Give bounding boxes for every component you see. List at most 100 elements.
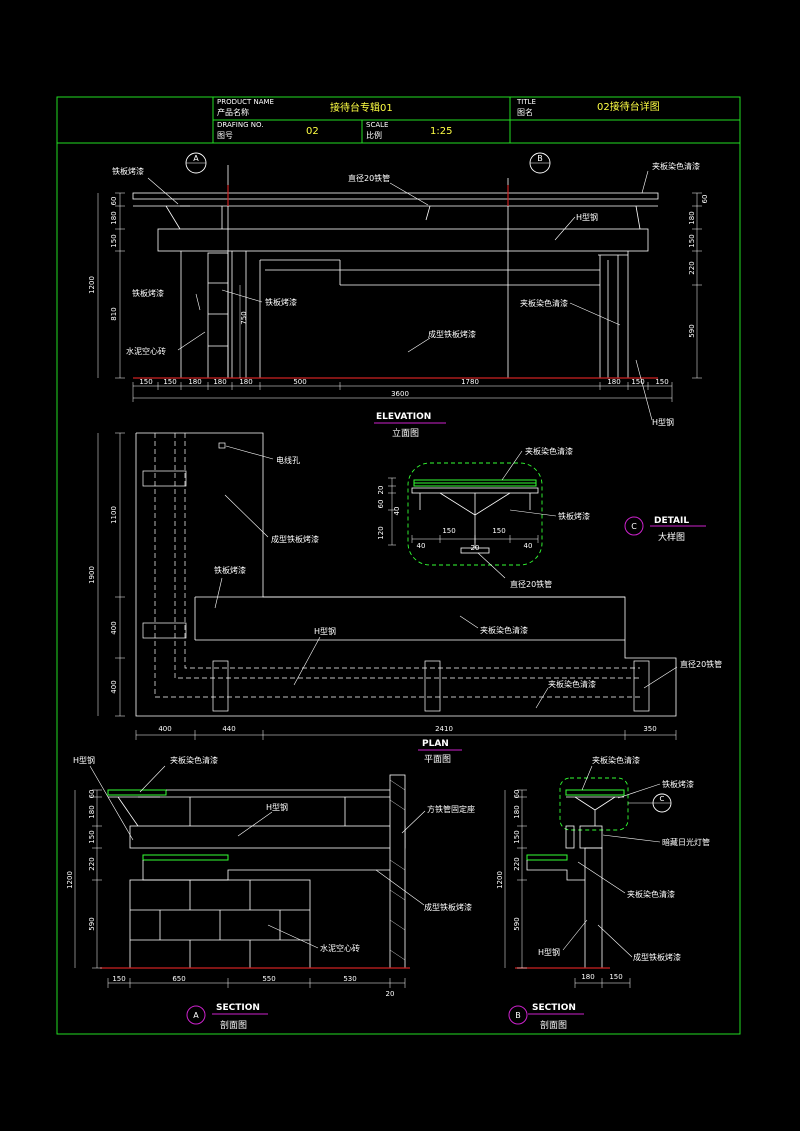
note-plywood: 夹板染色清漆 bbox=[170, 755, 218, 765]
dim: 150 bbox=[110, 234, 118, 247]
plan-posts bbox=[142, 442, 650, 712]
elevation-label-cn: 立面图 bbox=[392, 427, 419, 439]
dim: 350 bbox=[643, 725, 656, 733]
dim: 40 bbox=[417, 542, 426, 550]
section-a-dims bbox=[74, 789, 406, 988]
elevation-dim-text-bottom: 150 150 180 180 180 500 1780 180 150 150… bbox=[139, 378, 668, 398]
note-wire-hole: 电线孔 bbox=[276, 455, 300, 465]
note-plywood-top: 夹板染色清漆 bbox=[592, 755, 640, 765]
dim: 400 bbox=[158, 725, 171, 733]
product-name-en: PRODUCT NAME bbox=[217, 98, 274, 106]
dim: 150 bbox=[112, 975, 125, 983]
dim: 750 bbox=[240, 311, 248, 324]
dim: 180 bbox=[239, 378, 252, 386]
dim: 20 bbox=[471, 544, 480, 552]
note-iron-paint: 铁板烤漆 bbox=[558, 511, 590, 521]
dim: 810 bbox=[110, 307, 118, 320]
elevation-label: ELEVATION 立面图 bbox=[374, 412, 446, 439]
title-value: 02接待台详图 bbox=[597, 100, 660, 113]
section-b-label: B SECTION 剖面图 bbox=[508, 1003, 584, 1031]
plan-view: 电线孔 成型铁板烤漆 铁板烤漆 H型钢 夹板染色清漆 直径20铁管 夹板染色清漆… bbox=[88, 432, 722, 765]
elevation-notes: 铁板烤漆 直径20铁管 夹板染色清漆 H型钢 铁板烤漆 铁板烤漆 夹板染色清漆 … bbox=[112, 161, 700, 427]
dim: 650 bbox=[172, 975, 185, 983]
elevation-label-en: ELEVATION bbox=[376, 412, 431, 422]
section-b-view: C 夹板染色清漆 铁板烤漆 暗藏日光灯管 夹板染色清漆 H型钢 成型铁板烤漆 bbox=[496, 755, 710, 1031]
detail-callout-boundary bbox=[407, 462, 543, 566]
scale-cn: 比例 bbox=[366, 130, 382, 140]
dim: 1900 bbox=[88, 566, 96, 584]
dim: 40 bbox=[524, 542, 533, 550]
note-square-pipe: 方铁管固定座 bbox=[427, 804, 475, 814]
dim: 180 bbox=[188, 378, 201, 386]
dim: 150 bbox=[513, 830, 521, 843]
marker-a-label: A bbox=[193, 154, 199, 163]
note-iron-paint: 铁板烤漆 bbox=[214, 565, 246, 575]
note-iron-paint-left: 铁板烤漆 bbox=[132, 288, 164, 298]
title-en: TITLE bbox=[516, 98, 536, 106]
section-a-view: H型钢 夹板染色清漆 H型钢 方铁管固定座 成型铁板烤漆 水泥空心砖 60 bbox=[66, 755, 475, 1031]
note-formed-iron: 成型铁板烤漆 bbox=[424, 902, 472, 912]
detail-marker: C bbox=[631, 522, 637, 531]
dim: 150 bbox=[442, 527, 455, 535]
dim: 180 bbox=[688, 211, 696, 224]
note-h-steel: H型钢 bbox=[314, 626, 336, 636]
elevation-dim-text-right: 60 180 150 220 590 bbox=[688, 195, 709, 338]
plan-outline bbox=[135, 432, 677, 717]
note-h-steel-mid: H型钢 bbox=[266, 802, 288, 812]
note-formed-iron: 成型铁板烤漆 bbox=[428, 329, 476, 339]
section-a-outline bbox=[108, 789, 406, 969]
dim: 1200 bbox=[88, 276, 96, 294]
note-cement-brick: 水泥空心砖 bbox=[126, 346, 166, 356]
dim: 180 bbox=[581, 973, 594, 981]
dim: 1200 bbox=[496, 871, 504, 889]
note-plywood-right: 夹板染色清漆 bbox=[520, 298, 568, 308]
plan-dims bbox=[97, 432, 677, 740]
dim: 180 bbox=[110, 211, 118, 224]
dim: 60 bbox=[377, 500, 385, 509]
section-a-marker: A bbox=[193, 1011, 199, 1020]
dim: 20 bbox=[377, 486, 385, 495]
elevation-dims-left bbox=[97, 192, 241, 379]
drawing-no-value: 02 bbox=[306, 126, 319, 137]
title-cn: 图名 bbox=[517, 107, 533, 117]
detail-label: C DETAIL 大样图 bbox=[624, 516, 706, 543]
note-plywood-2: 夹板染色清漆 bbox=[548, 679, 596, 689]
detail-view: 夹板染色清漆 铁板烤漆 直径20铁管 20 60 40 120 150 150 … bbox=[377, 446, 706, 589]
section-b-marker: B bbox=[515, 1011, 521, 1020]
section-b-marker-c: C bbox=[628, 793, 672, 813]
dim: 180 bbox=[607, 378, 620, 386]
section-b-callout-c bbox=[559, 777, 629, 831]
elevation-dim-text-left: 60 180 150 1200 810 750 bbox=[88, 197, 248, 325]
dim: 440 bbox=[222, 725, 235, 733]
section-a-label: A SECTION 剖面图 bbox=[186, 1003, 268, 1031]
dim: 150 bbox=[609, 973, 622, 981]
note-cement-brick: 水泥空心砖 bbox=[320, 943, 360, 953]
dim: 550 bbox=[262, 975, 275, 983]
dim: 150 bbox=[163, 378, 176, 386]
dim: 150 bbox=[88, 830, 96, 843]
section-b-notes: 夹板染色清漆 铁板烤漆 暗藏日光灯管 夹板染色清漆 H型钢 成型铁板烤漆 bbox=[538, 755, 710, 962]
dim: 20 bbox=[386, 990, 395, 998]
note-formed-iron: 成型铁板烤漆 bbox=[633, 952, 681, 962]
plan-dim-text: 1100 1900 400 400 400 440 2410 350 bbox=[88, 506, 657, 733]
dim: 400 bbox=[110, 621, 118, 634]
dim: 590 bbox=[513, 917, 521, 930]
note-iron-paint-mid: 铁板烤漆 bbox=[265, 297, 297, 307]
section-b-dims bbox=[504, 789, 631, 988]
plan-hidden-frame bbox=[154, 433, 640, 698]
dim: 180 bbox=[213, 378, 226, 386]
dim: 60 bbox=[88, 790, 96, 799]
note-plywood-1: 夹板染色清漆 bbox=[480, 625, 528, 635]
product-name-value: 接待台专辑01 bbox=[330, 101, 393, 114]
detail-dim-text: 20 60 40 120 150 150 40 20 40 bbox=[377, 486, 532, 552]
note-formed-iron: 成型铁板烤漆 bbox=[271, 534, 319, 544]
note-iron-paint-top: 铁板烤漆 bbox=[112, 166, 144, 176]
section-b-label-cn: 剖面图 bbox=[540, 1019, 567, 1031]
marker-b-label: B bbox=[537, 154, 543, 163]
detail-notes: 夹板染色清漆 铁板烤漆 直径20铁管 bbox=[510, 446, 590, 589]
detail-label-cn: 大样图 bbox=[658, 531, 685, 543]
note-h-steel-left: H型钢 bbox=[73, 755, 95, 765]
dim: 150 bbox=[139, 378, 152, 386]
note-pipe20: 直径20铁管 bbox=[510, 579, 552, 589]
plan-notes: 电线孔 成型铁板烤漆 铁板烤漆 H型钢 夹板染色清漆 直径20铁管 夹板染色清漆 bbox=[214, 455, 722, 689]
